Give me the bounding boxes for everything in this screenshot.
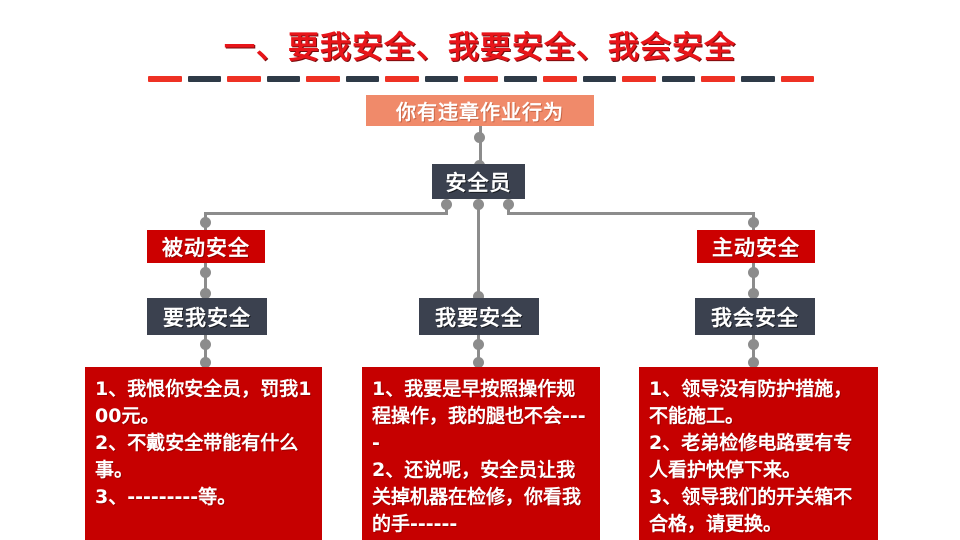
node-passive-safety[interactable]: 被动安全 — [147, 230, 265, 263]
connector-dot — [474, 132, 485, 143]
panel-line: 1、我恨你安全员，罚我100元。 — [95, 378, 312, 427]
connector-left-stub — [445, 204, 448, 214]
divider-dash — [503, 76, 538, 82]
panel-line: 2、还说呢，安全员让我关掉机器在检修，你看我的手------ — [372, 459, 582, 535]
divider-dash — [740, 76, 775, 82]
connector-active-to-leaf — [752, 263, 755, 299]
node-root-violation[interactable]: 你有违章作业行为 — [366, 95, 594, 126]
divider-dash — [148, 76, 182, 82]
node-leaf-active[interactable]: 我会安全 — [695, 298, 815, 335]
connector-dot — [748, 267, 759, 278]
connector-dot — [473, 357, 484, 368]
connector-dot — [748, 288, 759, 299]
panel-passive[interactable]: 1、我恨你安全员，罚我100元。 2、不戴安全带能有什么事。 3、-------… — [85, 367, 322, 540]
connector-dot — [200, 288, 211, 299]
title-divider — [148, 76, 815, 82]
node-safety-officer[interactable]: 安全员 — [432, 164, 525, 199]
panel-line: 2、不戴安全带能有什么事。 — [95, 432, 299, 481]
connector-left-horizontal — [204, 212, 448, 215]
connector-leaf-want-to-panel — [477, 335, 480, 367]
divider-dash — [306, 76, 340, 82]
divider-dash — [543, 76, 577, 82]
connector-right-stub — [507, 204, 510, 214]
divider-dash — [464, 76, 498, 82]
panel-line: 2、老弟检修电路要有专人看护快停下来。 — [649, 432, 853, 481]
divider-dash — [266, 76, 301, 82]
connector-dot — [200, 357, 211, 368]
connector-dot — [748, 217, 759, 228]
panel-line: 1、领导没有防护措施，不能施工。 — [649, 378, 853, 427]
divider-dash — [345, 76, 380, 82]
connector-dot — [200, 217, 211, 228]
page-title: 一、要我安全、我要安全、我会安全 — [224, 30, 736, 66]
divider-dash — [227, 76, 261, 82]
panel-active[interactable]: 1、领导没有防护措施，不能施工。 2、老弟检修电路要有专人看护快停下来。 3、领… — [639, 367, 878, 540]
connector-passive-to-leaf — [204, 263, 207, 299]
divider-dash — [661, 76, 696, 82]
connector-root-to-role — [478, 126, 482, 166]
panel-line: 3、---------等。 — [95, 486, 237, 508]
connector-center-drop — [477, 204, 480, 298]
divider-dash — [385, 76, 419, 82]
connector-dot — [473, 291, 484, 302]
divider-dash — [582, 76, 617, 82]
connector-dot — [200, 267, 211, 278]
node-leaf-passive[interactable]: 要我安全 — [147, 298, 267, 335]
divider-dash — [701, 76, 735, 82]
connector-dot — [748, 357, 759, 368]
panel-line: 3、领导我们的开关箱不合格，请更换。 — [649, 486, 853, 535]
connector-leaf-passive-to-panel — [204, 335, 207, 367]
divider-dash — [780, 76, 815, 82]
divider-dash — [622, 76, 656, 82]
node-active-safety[interactable]: 主动安全 — [697, 230, 815, 263]
connector-dot — [200, 339, 211, 350]
connector-dot — [748, 339, 759, 350]
panel-line: 1、我要是早按照操作规程操作，我的腿也不会---- — [372, 378, 586, 454]
divider-dash — [187, 76, 222, 82]
divider-dash — [424, 76, 459, 82]
connector-right-horizontal — [507, 212, 755, 215]
panel-want[interactable]: 1、我要是早按照操作规程操作，我的腿也不会---- 2、还说呢，安全员让我关掉机… — [362, 367, 600, 540]
node-leaf-want[interactable]: 我要安全 — [419, 298, 539, 335]
connector-leaf-active-to-panel — [752, 335, 755, 367]
connector-dot — [473, 339, 484, 350]
